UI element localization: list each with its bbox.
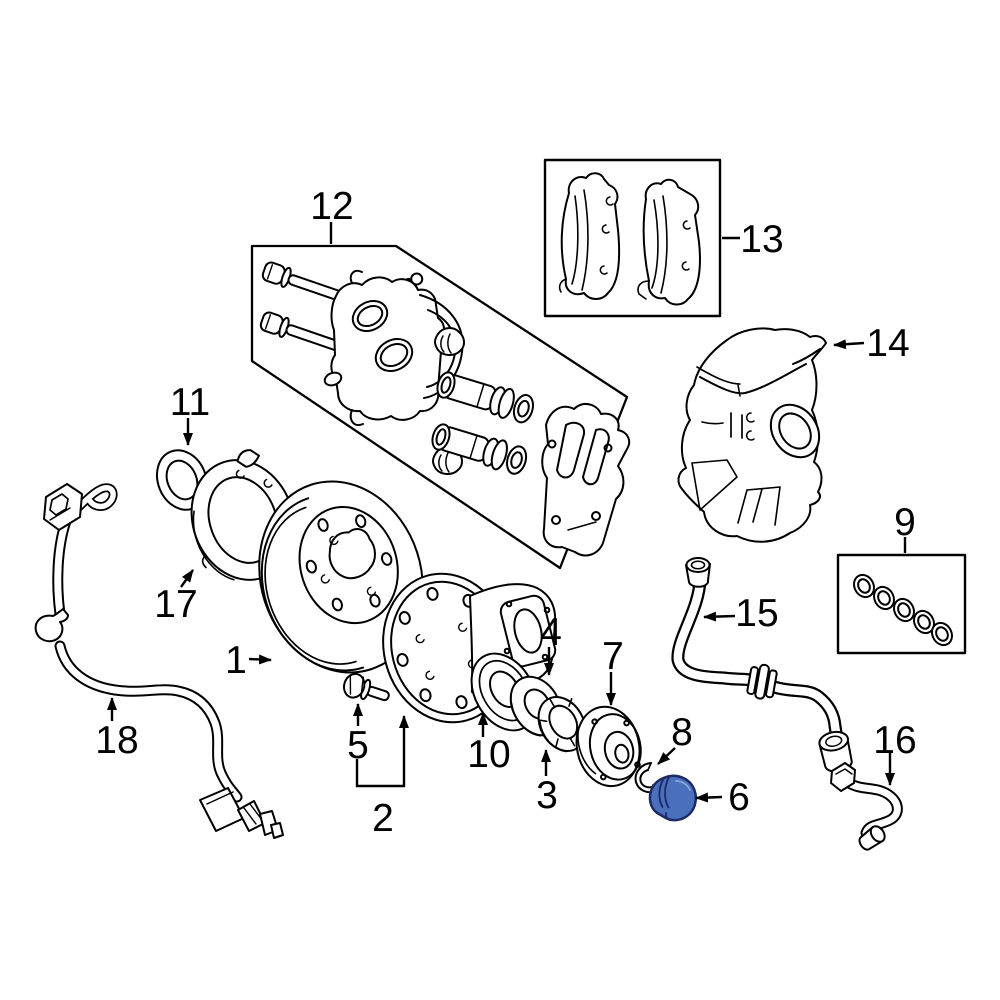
- caliper-kit-box: [250, 244, 631, 570]
- brake-rotor: [258, 480, 424, 674]
- part-label-14: 14: [866, 322, 909, 365]
- seal-grommet-icon: [853, 573, 875, 599]
- slide-sleeve-icon: [436, 371, 534, 424]
- seal-kit-box: [836, 553, 967, 655]
- seal-grommet-icon: [893, 597, 915, 623]
- slide-sleeve-icon: [431, 423, 528, 475]
- leader-line-6: [695, 792, 723, 803]
- grease-cap-highlighted: [648, 774, 698, 822]
- part-label-4: 4: [540, 611, 562, 654]
- splash-shield: [677, 327, 827, 543]
- part-label-6: 6: [728, 776, 750, 819]
- abs-sensor-harness: [34, 483, 284, 839]
- seal-grommet-icon: [931, 621, 953, 647]
- seal-grommet-icon: [913, 609, 935, 635]
- part-label-16: 16: [873, 719, 916, 762]
- caliper-body: [330, 269, 464, 426]
- part-label-13: 13: [740, 218, 783, 261]
- caliper-bracket: [541, 402, 631, 557]
- hose-link: [830, 762, 903, 851]
- leader-line-14: [833, 339, 865, 350]
- grease-cap-shape: [648, 774, 698, 822]
- part-label-9: 9: [894, 501, 916, 544]
- brake-hose: [671, 557, 853, 773]
- hub-bolt: [342, 672, 390, 702]
- leader-line-2: [355, 715, 409, 788]
- part-label-1: 1: [225, 639, 247, 682]
- harness-clip-icon: [34, 608, 69, 643]
- leader-line-1: [248, 654, 272, 665]
- part-label-12: 12: [310, 185, 353, 228]
- leader-line-8: [657, 747, 676, 765]
- part-label-10: 10: [467, 733, 510, 776]
- sensor-body-icon: [199, 787, 284, 839]
- brake-pad-icon: [558, 172, 621, 300]
- brake-pad-box: [543, 158, 722, 318]
- part-label-2: 2: [372, 797, 394, 840]
- part-label-3: 3: [536, 774, 558, 817]
- part-label-11: 11: [170, 381, 211, 424]
- part-label-18: 18: [95, 719, 138, 762]
- leader-line-15: [703, 611, 736, 622]
- part-label-15: 15: [735, 592, 778, 635]
- part-label-8: 8: [671, 711, 693, 754]
- brake-pad-icon: [637, 178, 701, 306]
- part-label-17: 17: [154, 583, 197, 626]
- guide-pin-icon: [261, 261, 344, 302]
- part-label-7: 7: [602, 635, 624, 678]
- pin-boot-icon: [434, 327, 465, 356]
- part-label-5: 5: [347, 724, 369, 767]
- seal-grommet-icon: [873, 585, 895, 611]
- leader-line-17: [180, 569, 194, 588]
- bump-stop-icon: [323, 371, 343, 387]
- hub-cover: [575, 705, 642, 788]
